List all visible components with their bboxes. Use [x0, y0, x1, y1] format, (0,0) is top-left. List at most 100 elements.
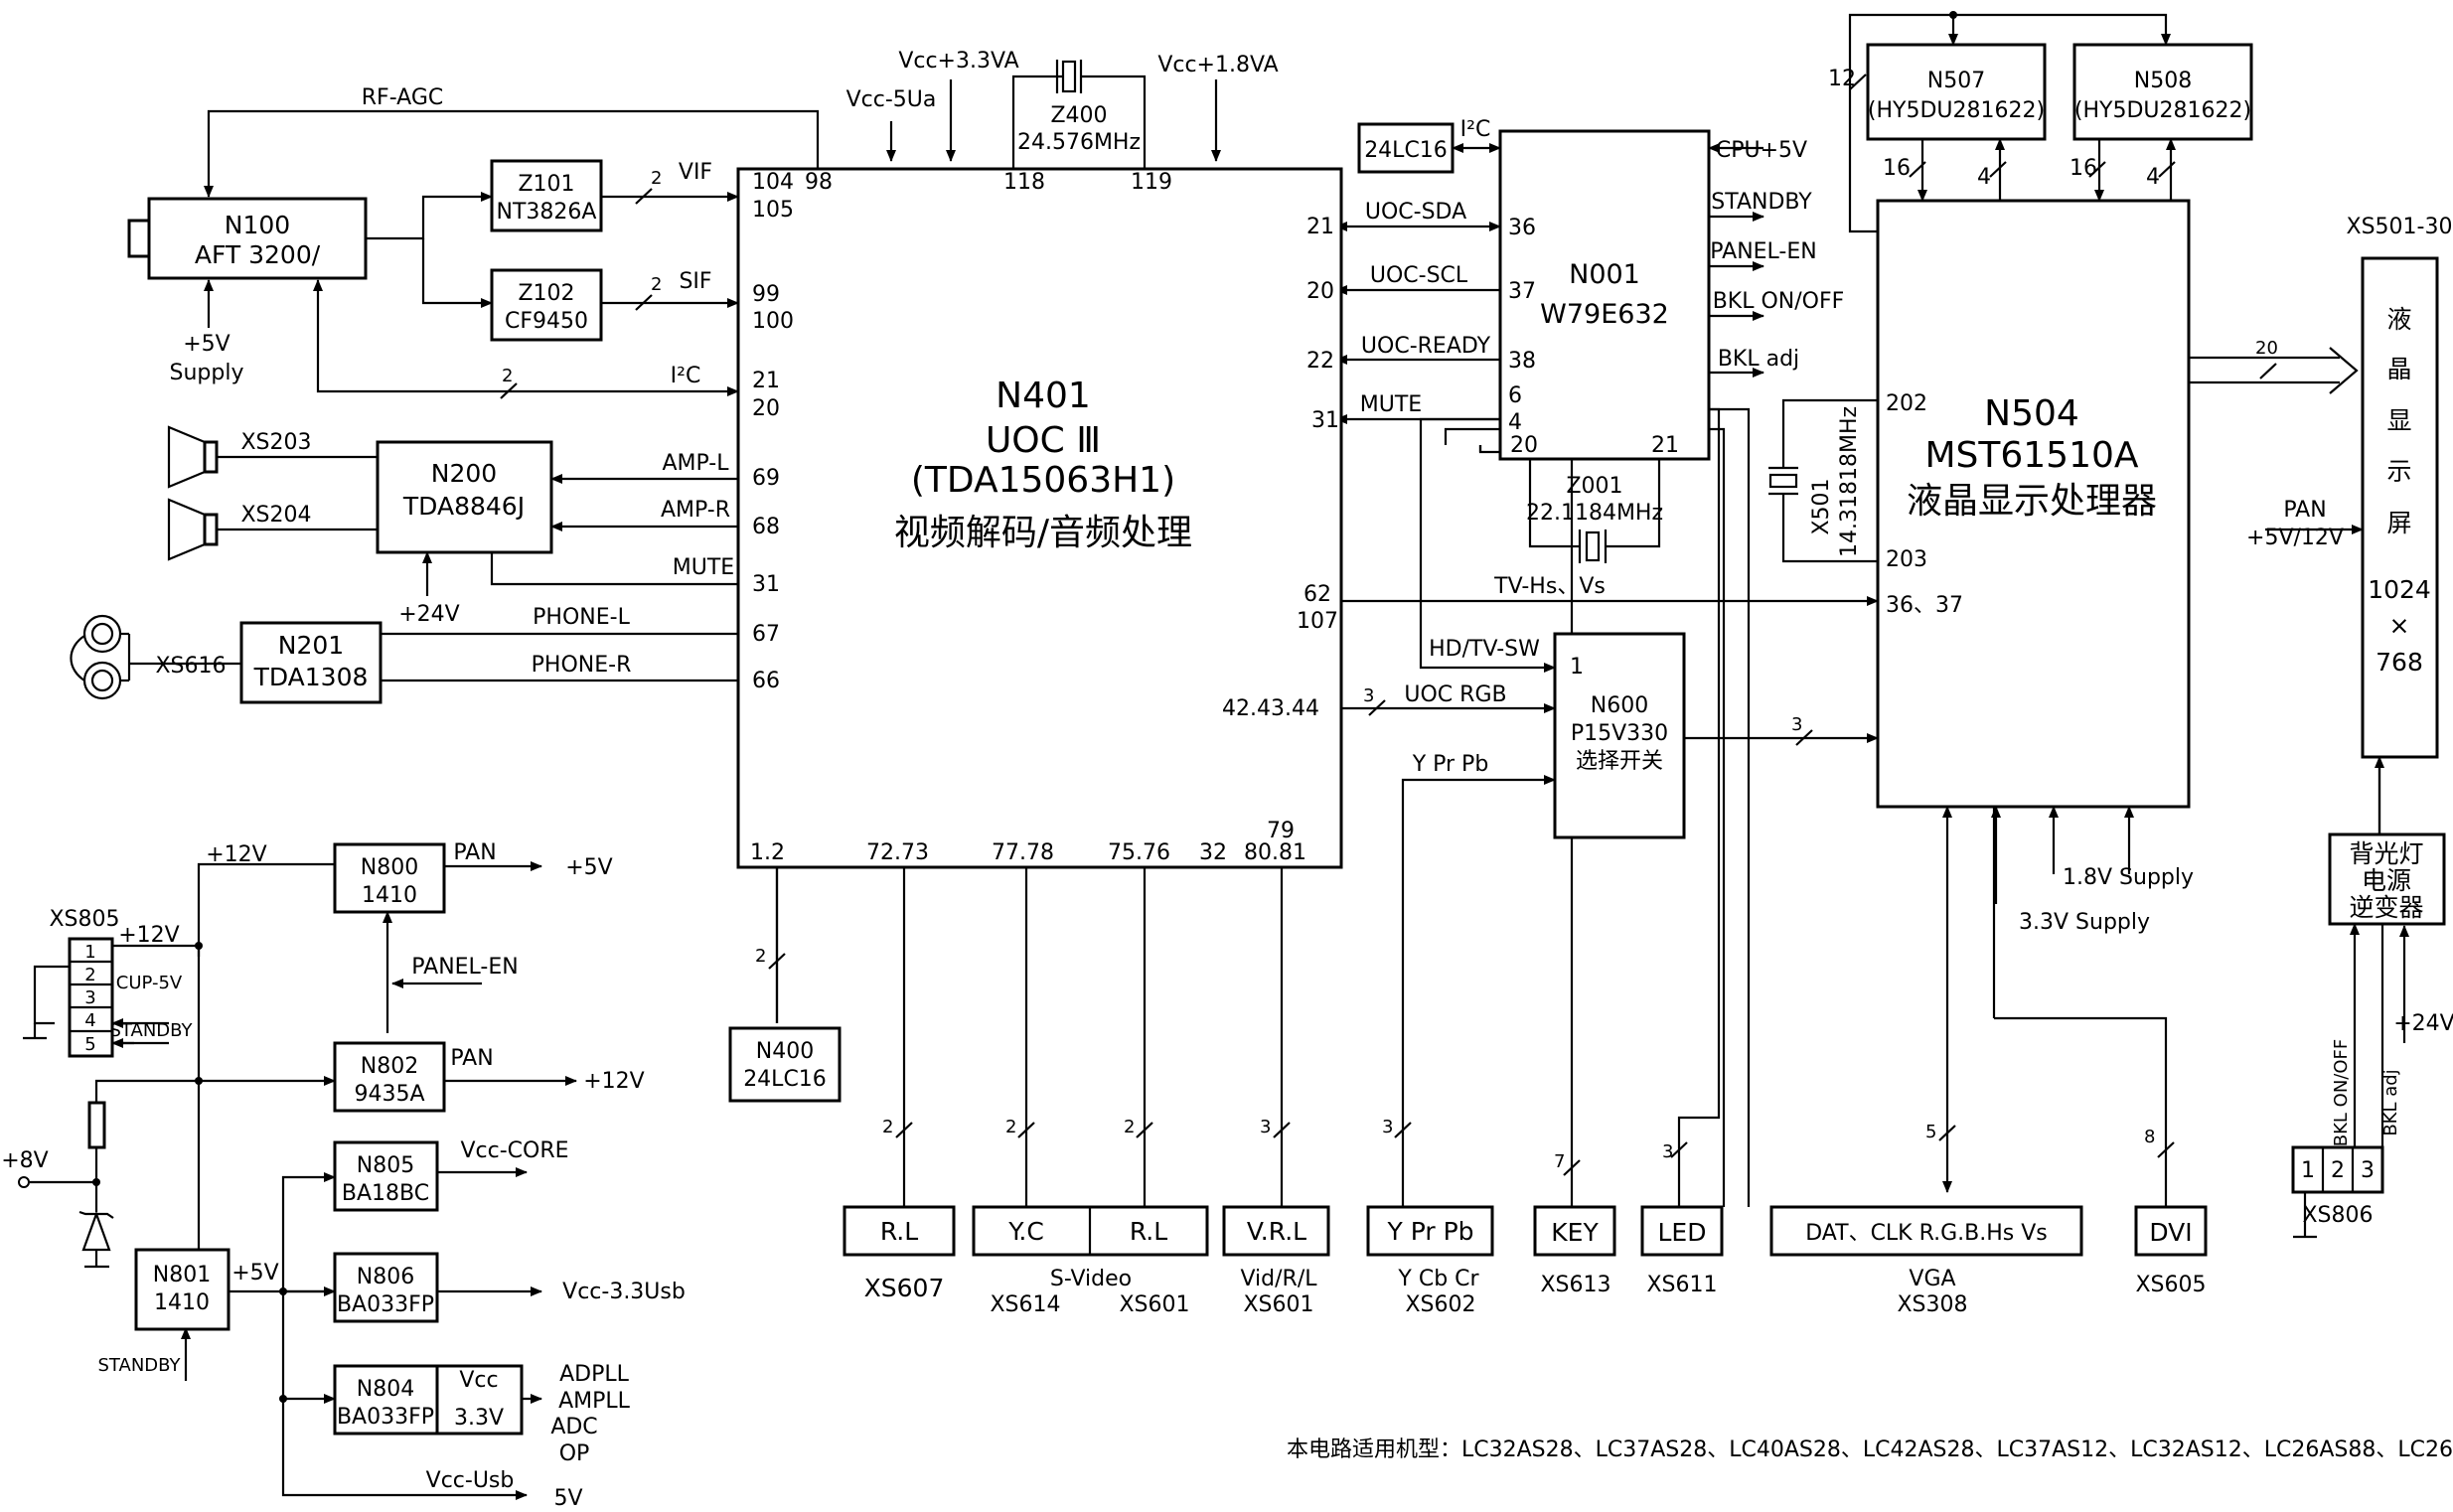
bus-width-4b: 4 — [2146, 165, 2160, 190]
n806-ref: N806 — [357, 1265, 414, 1289]
n401-pin-99: 99 — [752, 282, 780, 307]
n001-block: N001 W79E632 — [1498, 129, 1711, 461]
vcc-usb-label: Vcc-Usb — [426, 1468, 515, 1493]
rl-connector: R.L XS607 — [843, 1205, 956, 1302]
uoc-rgb-label: UOC RGB — [1404, 682, 1506, 707]
n401-pin-20: 20 — [752, 396, 780, 421]
xs805-pin-2: 2 — [84, 965, 95, 985]
n401-pin-r20: 20 — [1306, 279, 1334, 304]
n400-block: N400 24LC16 — [728, 1026, 842, 1103]
n504-desc: 液晶显示处理器 — [1907, 481, 2157, 522]
plus-24v-label: +24V — [398, 602, 459, 627]
xs605-label: XS605 — [2135, 1273, 2206, 1297]
bus-width-led: 3 — [1662, 1141, 1673, 1162]
n805-block: N805 BA18BC — [333, 1140, 439, 1212]
vif-label: VIF — [679, 160, 712, 185]
n401-pin-68: 68 — [752, 515, 780, 539]
n401-desc: 视频解码/音频处理 — [894, 513, 1192, 553]
n401-ref: N401 — [996, 376, 1091, 416]
ypb-connector: Y Pr Pb Y Cb Cr XS602 — [1366, 1205, 1494, 1317]
n600-pin-1: 1 — [1570, 655, 1584, 680]
pan-n802-label: PAN — [450, 1046, 493, 1071]
adpll-label: ADPLL — [559, 1362, 630, 1387]
phone-r-label: PHONE-R — [532, 653, 632, 678]
z101-block: Z101 NT3826A — [490, 159, 603, 232]
resistor-icon — [87, 1101, 106, 1149]
bus-width-16a: 16 — [1883, 156, 1911, 181]
n401-pin-80-81: 80.81 — [1244, 840, 1306, 865]
amp-r-label: AMP-R — [661, 498, 730, 523]
xs806-connector: 1 2 3 — [2291, 1145, 2384, 1194]
lcd-block: XS501-30 液 晶 显 示 屏 1024 × 768 — [2347, 215, 2453, 759]
n504-block: N504 MST61510A 液晶显示处理器 — [1876, 199, 2191, 809]
bus-width-vga: 5 — [1925, 1122, 1936, 1142]
standby-n801-label: STANDBY — [97, 1355, 181, 1376]
vidrl-label: Vid/R/L — [1240, 1267, 1317, 1291]
xs806-pin-2: 2 — [2331, 1158, 2345, 1183]
adc-label: ADC — [550, 1415, 597, 1439]
standby-xs805-label: STANDBY — [109, 1020, 193, 1041]
n507-block: N507 (HY5DU281622) — [1866, 43, 2047, 141]
wires — [23, 13, 2409, 1500]
supply-5v-label: +5V — [183, 332, 230, 357]
lcd-res-3: 768 — [2376, 648, 2423, 677]
vcc-3-3va-label: Vcc+3.3VA — [898, 49, 1018, 74]
lcd-conn: XS501-30 — [2347, 215, 2453, 239]
n201-block: N201 TDA1308 — [239, 621, 383, 704]
n401-pin-67: 67 — [752, 622, 780, 647]
n400-ref: N400 — [756, 1039, 814, 1064]
footnote: 本电路适用机型：LC32AS28、LC37AS28、LC40AS28、LC42A… — [1287, 1437, 2453, 1462]
sif-label: SIF — [679, 269, 711, 294]
n504-pin-202: 202 — [1886, 391, 1927, 416]
xs806-pin-3: 3 — [2361, 1158, 2375, 1183]
cpu-5v-label: CPU+5V — [1716, 138, 1807, 163]
n401-pin-119: 119 — [1131, 170, 1172, 195]
connector-labels: XS203 XS204 XS616 XS805 XS806 — [49, 430, 2373, 1228]
n401-pin-98: 98 — [805, 170, 833, 195]
bus-width-i2c: 2 — [502, 366, 513, 386]
plus-12v-xs805-label: +12V — [118, 923, 179, 948]
pan-supply-label: +5V/12V — [2246, 526, 2344, 550]
n802-part: 9435A — [354, 1082, 424, 1107]
bus-width-key: 7 — [1554, 1151, 1565, 1172]
n600-ref: N600 — [1591, 693, 1648, 718]
key-box-label: KEY — [1551, 1218, 1599, 1247]
n805-ref: N805 — [357, 1153, 414, 1178]
vrl-connector: V.R.L Vid/R/L XS601 — [1222, 1205, 1330, 1317]
n001-pin-21: 21 — [1651, 433, 1679, 458]
n600-part: P15V330 — [1571, 721, 1668, 746]
n401-part2: (TDA15063H1) — [911, 460, 1175, 501]
zener-diode-icon — [78, 1210, 114, 1252]
lcd-res-1: 1024 — [2368, 575, 2431, 604]
vcc-5ua-label: Vcc-5Ua — [846, 87, 937, 112]
n001-pin-20: 20 — [1510, 433, 1538, 458]
n401-pin-r31: 31 — [1311, 408, 1339, 433]
eeprom-block: 24LC16 — [1357, 122, 1455, 174]
n800-part: 1410 — [362, 883, 417, 908]
plus-8v-label: +8V — [1, 1148, 48, 1173]
n100-ref: N100 — [225, 211, 290, 239]
x501-ref: X501 — [1809, 478, 1834, 534]
n401-pin-42-43-44: 42.43.44 — [1222, 696, 1319, 721]
backlight-block: 背光灯 电源 逆变器 — [2328, 832, 2446, 926]
n201-ref: N201 — [278, 631, 344, 660]
lcd-char-0: 液 — [2386, 305, 2411, 334]
n400-part: 24LC16 — [743, 1067, 827, 1092]
x501-crystal: X501 14.31818MHz — [1768, 406, 1862, 557]
xs805-label: XS805 — [49, 907, 119, 932]
n804-part: BA033FP — [337, 1405, 434, 1430]
n401-pin-r62: 62 — [1303, 582, 1331, 607]
mute-right-label: MUTE — [1360, 392, 1422, 417]
xs203-label: XS203 — [240, 430, 311, 455]
z001-ref: Z001 — [1566, 474, 1622, 499]
n401-pin-118: 118 — [1003, 170, 1045, 195]
bus-width-sif: 2 — [651, 274, 662, 295]
n508-block: N508 (HY5DU281622) — [2072, 43, 2253, 141]
out-12v-label: +12V — [583, 1069, 644, 1094]
n401-pin-r21: 21 — [1306, 215, 1334, 239]
standby-label: STANDBY — [1711, 190, 1812, 215]
n001-pin-38: 38 — [1508, 349, 1536, 374]
n201-part: TDA1308 — [253, 663, 369, 691]
xs805-pin-3: 3 — [84, 987, 95, 1008]
